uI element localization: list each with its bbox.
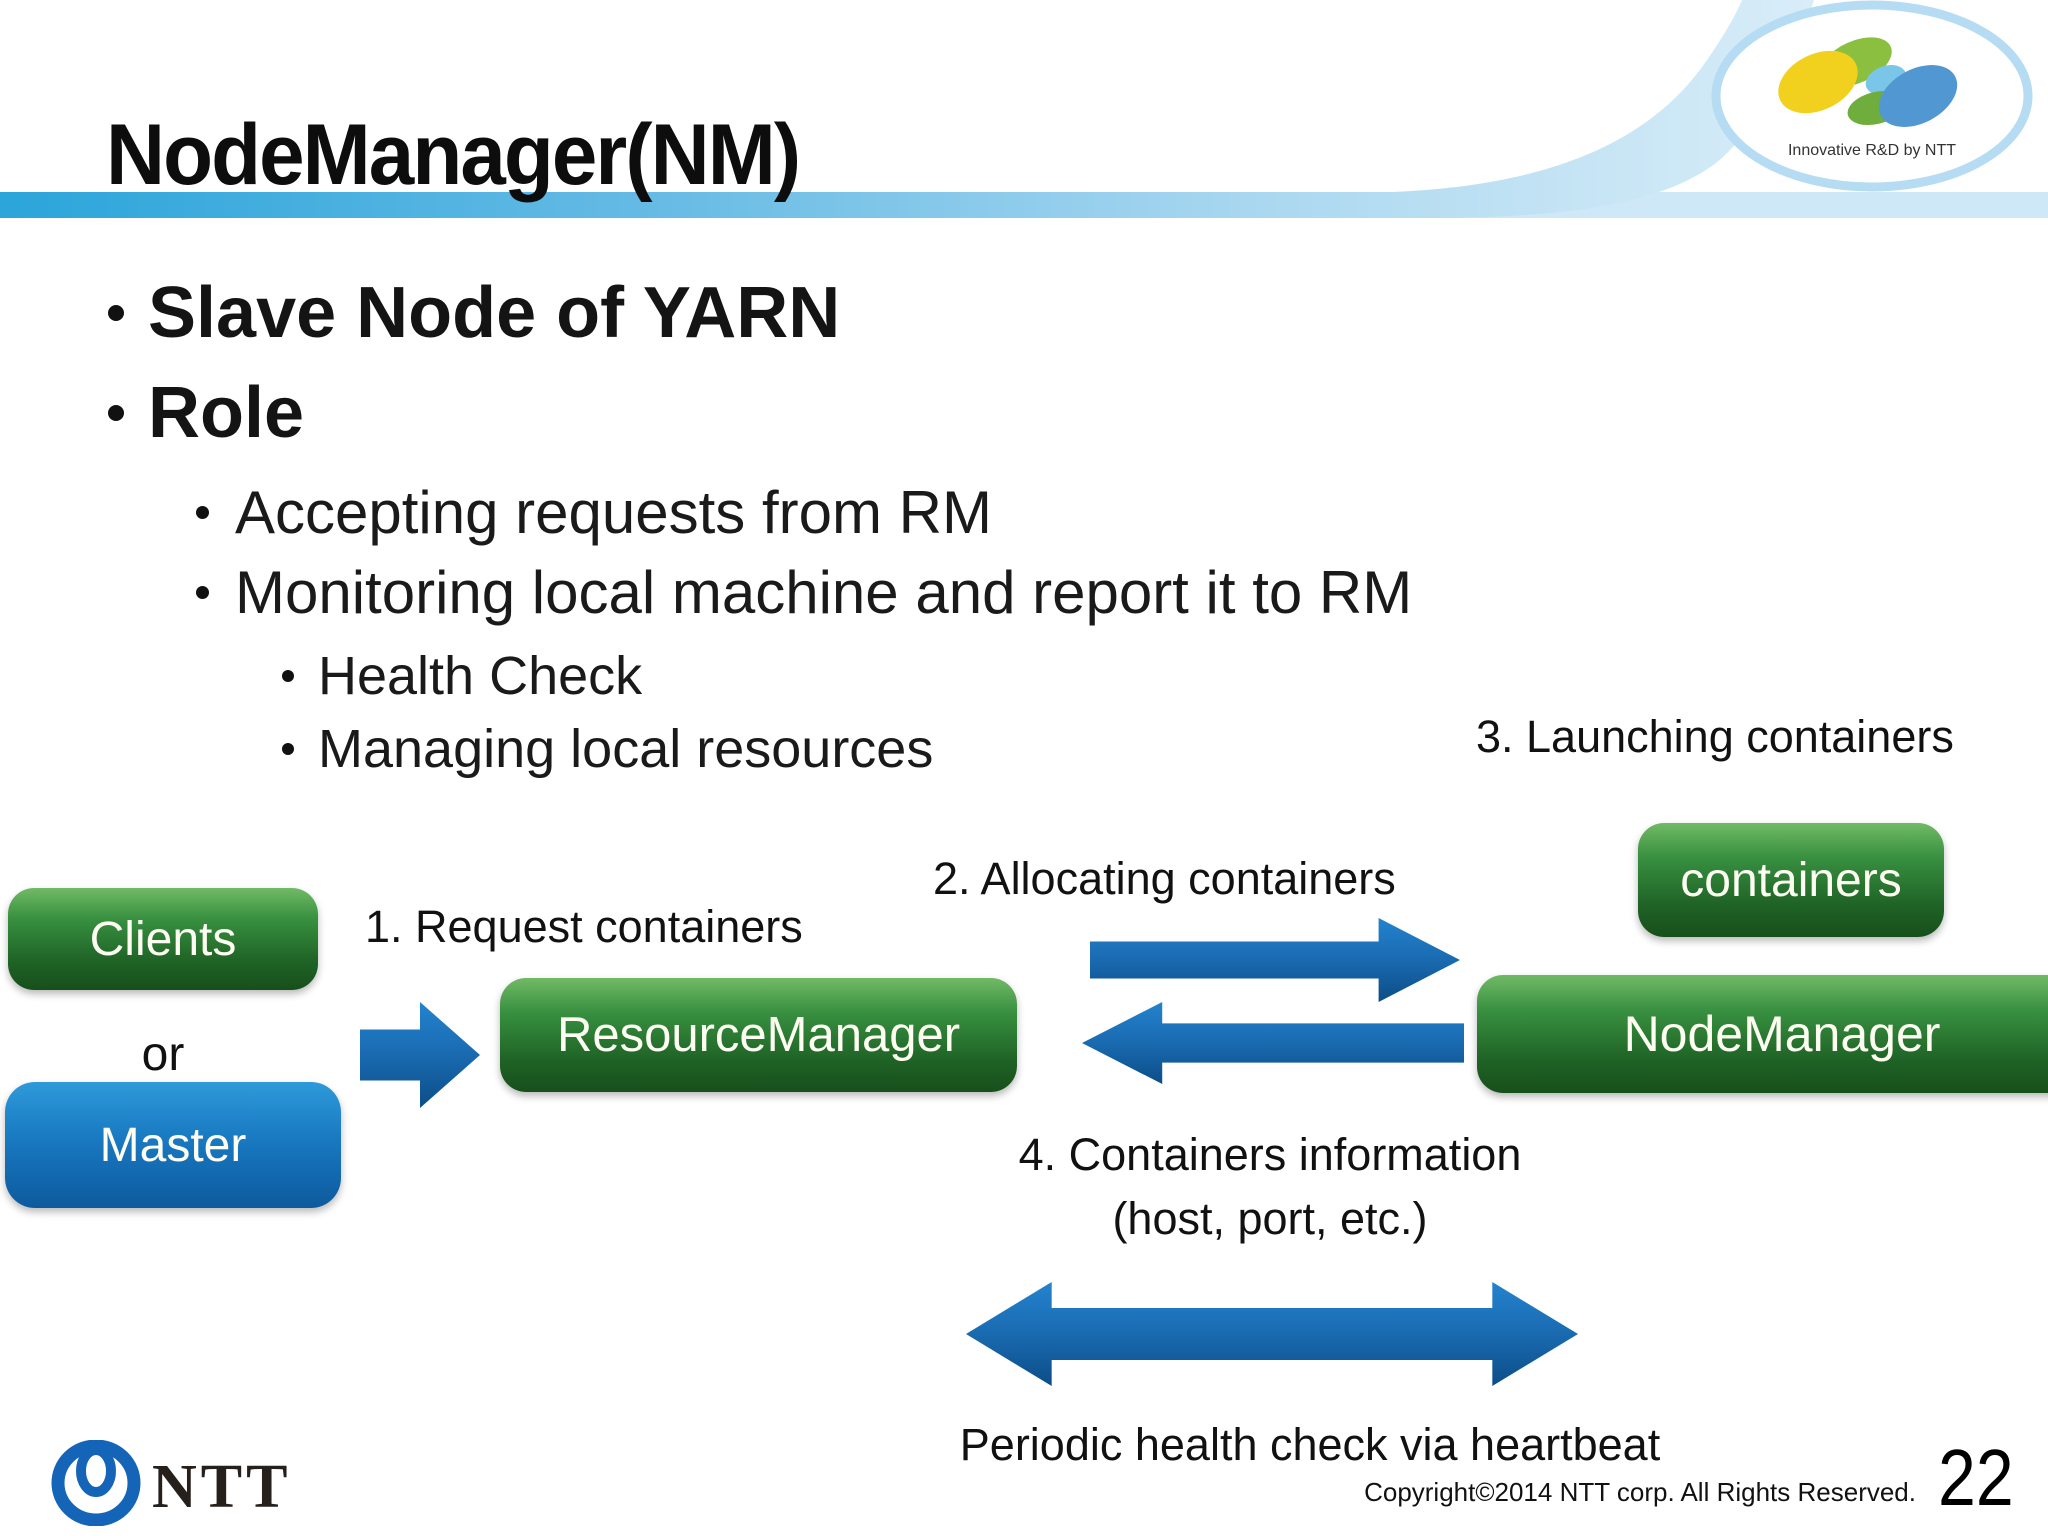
bullet-dot	[196, 506, 209, 519]
node-containers: containers	[1638, 823, 1944, 937]
bullet-item: Managing local resources	[282, 718, 933, 780]
node-master-label: Master	[99, 1118, 247, 1172]
bullet-text: Role	[148, 373, 305, 453]
arrow-allocating-icon	[1090, 918, 1460, 1002]
node-containers-label: containers	[1680, 853, 1902, 907]
node-clients-label: Clients	[89, 912, 237, 966]
label-host-port-etc: (host, port, etc.)	[1112, 1193, 1428, 1244]
label-request-containers: 1. Request containers	[365, 901, 803, 952]
bullet-dot	[196, 586, 209, 599]
bullet-text: Managing local resources	[318, 719, 934, 779]
label-launching-containers: 3. Launching containers	[1476, 711, 1954, 762]
label-containers-information: 4. Containers information	[1018, 1129, 1522, 1180]
arrow-heartbeat-icon	[966, 1282, 1578, 1386]
node-node-manager: NodeManager	[1477, 975, 2048, 1093]
page-number: 22	[1938, 1433, 2014, 1522]
accent-bar-swoosh	[0, 0, 1814, 218]
bullet-text: Monitoring local machine and report it t…	[235, 559, 1413, 626]
bullet-item: Accepting requests from RM	[196, 478, 992, 547]
bullet-item: Health Check	[282, 645, 642, 707]
bullet-text: Slave Node of YARN	[148, 273, 841, 353]
bullet-text: Accepting requests from RM	[235, 479, 992, 546]
label-heartbeat: Periodic health check via heartbeat	[959, 1419, 1661, 1470]
label-allocating-containers: 2. Allocating containers	[933, 853, 1396, 904]
node-node-manager-label: NodeManager	[1623, 1006, 1941, 1062]
bullet-text: Health Check	[318, 646, 643, 706]
arrow-return-icon	[1082, 1002, 1464, 1084]
ntt-emblem-icon	[51, 1440, 141, 1526]
copyright-text: Copyright©2014 NTT corp. All Rights Rese…	[1364, 1477, 1916, 1507]
node-master: Master	[5, 1082, 341, 1208]
node-clients: Clients	[8, 888, 318, 990]
label-or: or	[141, 1028, 185, 1081]
node-resource-manager-label: ResourceManager	[556, 1008, 961, 1062]
arrow-request-icon	[360, 1002, 480, 1108]
header-accent-swoosh	[0, 0, 2048, 218]
bullet-item: Slave Node of YARN	[108, 272, 840, 355]
bullet-dot	[282, 670, 294, 683]
ntt-wordmark: NTT	[152, 1453, 292, 1521]
ntt-swirl-logo-icon	[1778, 37, 1958, 127]
node-resource-manager: ResourceManager	[500, 978, 1017, 1092]
bullet-item: Monitoring local machine and report it t…	[196, 558, 1412, 627]
bullet-dot	[108, 405, 124, 422]
bullet-dot	[282, 743, 294, 756]
bullet-dot	[108, 305, 124, 322]
bullet-item: Role	[108, 372, 304, 455]
slide-title: NodeManager(NM)	[106, 106, 801, 203]
header-logo-caption: Innovative R&D by NTT	[1787, 142, 1957, 159]
